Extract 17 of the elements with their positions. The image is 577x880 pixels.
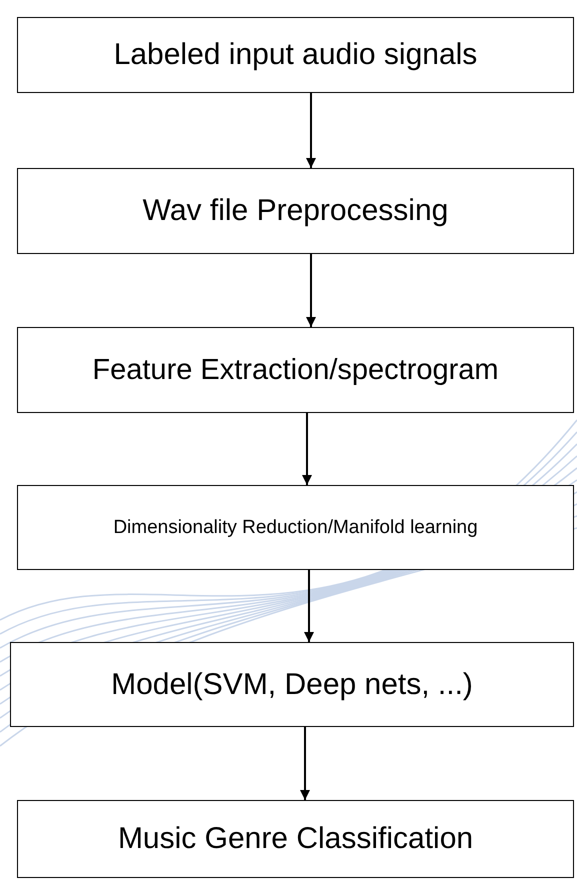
box-label: Labeled input audio signals bbox=[114, 37, 478, 74]
process-box bbox=[17, 17, 574, 93]
box-label: Wav file Preprocessing bbox=[142, 193, 448, 230]
process-box bbox=[17, 327, 574, 413]
process-box bbox=[17, 800, 574, 878]
arrow bbox=[304, 570, 314, 642]
process-box bbox=[10, 642, 574, 727]
process-box bbox=[17, 485, 574, 570]
process-box bbox=[17, 168, 574, 254]
box-label: Music Genre Classification bbox=[118, 821, 474, 858]
arrow bbox=[306, 254, 316, 327]
arrow bbox=[302, 413, 312, 485]
box-label: Dimensionality Reduction/Manifold learning bbox=[113, 516, 478, 540]
box-label: Model(SVM, Deep nets, ...) bbox=[111, 666, 473, 703]
arrow bbox=[306, 93, 316, 168]
box-label: Feature Extraction/spectrogram bbox=[92, 352, 499, 388]
arrow bbox=[300, 727, 310, 800]
